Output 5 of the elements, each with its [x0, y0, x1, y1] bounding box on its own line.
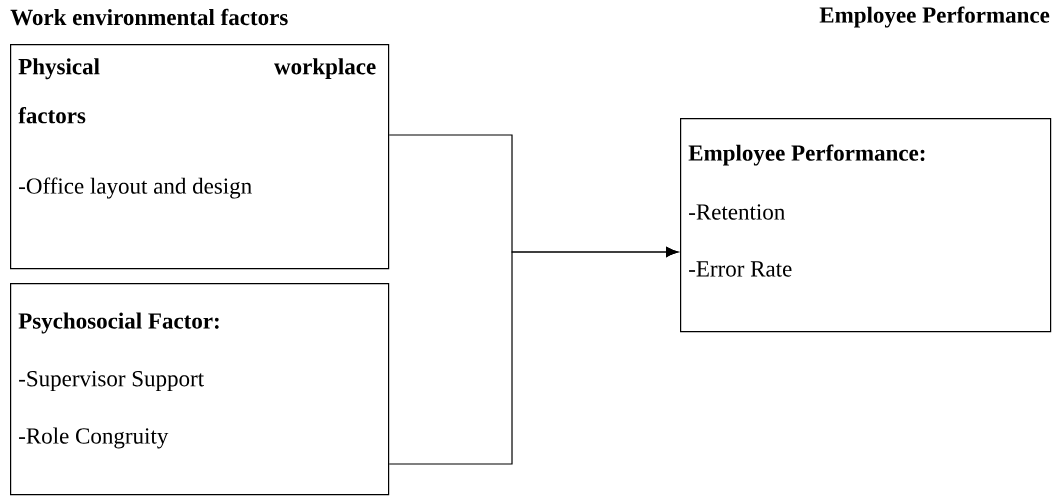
- factor-box: Physical workplace factors -Office layout and design: [10, 44, 390, 270]
- column-heading: Employee Performance: [819, 6, 1050, 28]
- factor-box: Psychosocial Factor: -Supervisor Support -Role Congruity: [10, 283, 390, 496]
- factor-box: Employee Performance: -Retention -Error Rate: [680, 118, 1052, 333]
- connector-arrow: [388, 246, 679, 465]
